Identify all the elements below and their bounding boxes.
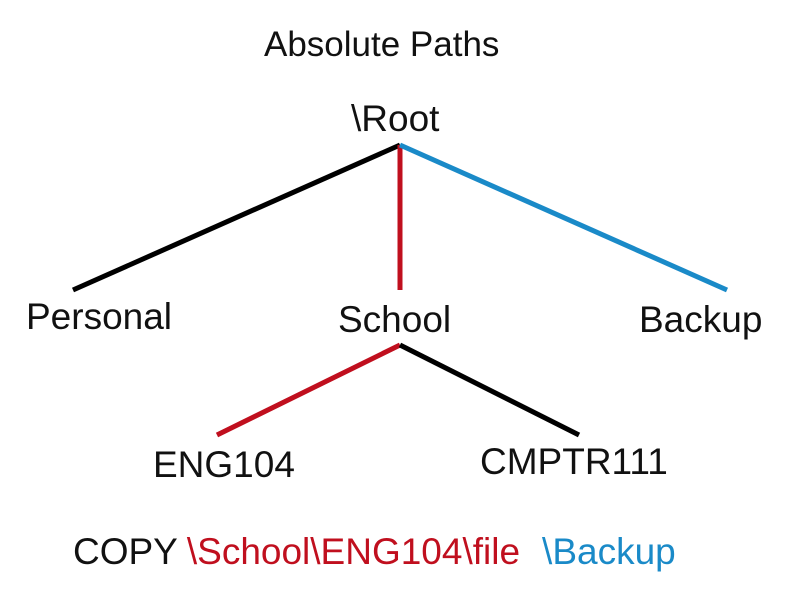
node-backup: Backup <box>639 299 763 340</box>
edge-school-eng104 <box>215 342 402 438</box>
copy-command: COPY\School\ENG104\file \Backup <box>73 533 676 570</box>
edge-root-personal <box>71 142 402 293</box>
edge-root-backup <box>398 142 729 293</box>
node-eng104: ENG104 <box>153 444 295 485</box>
node-root: \Root <box>351 98 440 139</box>
diagram-title: Absolute Paths <box>264 25 500 64</box>
command-source-path: \School\ENG104\file <box>186 531 521 572</box>
node-personal: Personal <box>26 296 173 337</box>
node-school: School <box>338 299 452 340</box>
edge-school-cmptr111 <box>398 342 581 438</box>
command-keyword: COPY <box>73 531 178 572</box>
command-destination-path: \Backup <box>542 531 676 572</box>
node-cmptr111: CMPTR111 <box>480 441 668 482</box>
